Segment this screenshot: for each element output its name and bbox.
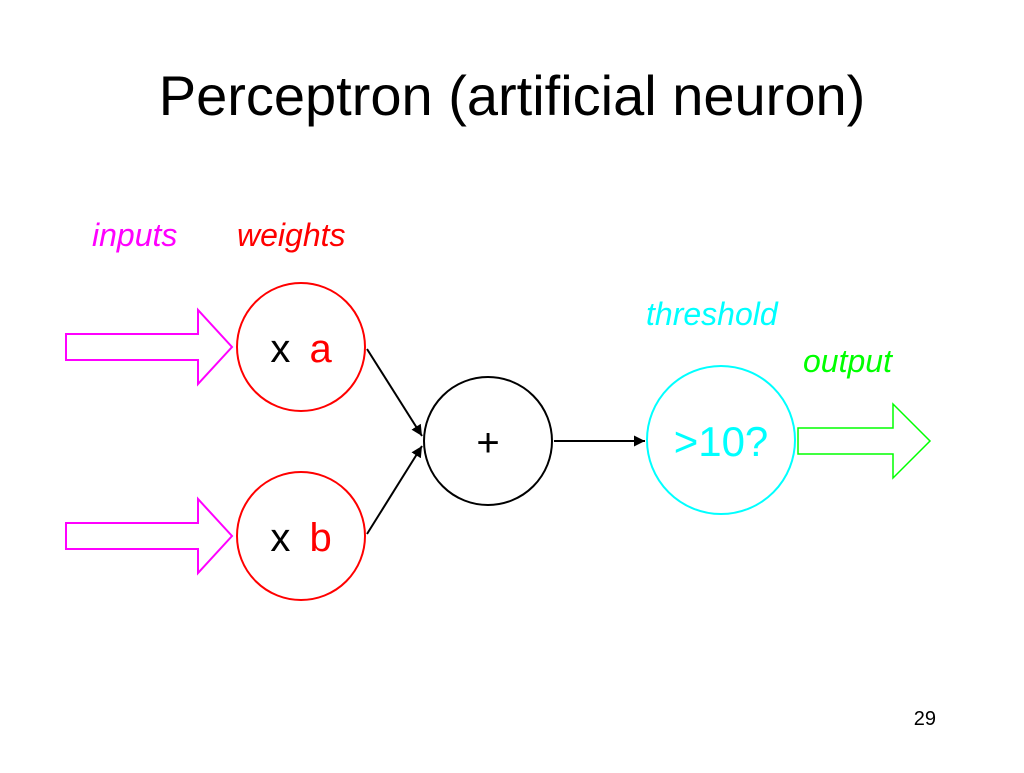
weight-node-b-label: x b	[270, 516, 331, 560]
page-number: 29	[914, 708, 936, 730]
weights-label: weights	[237, 217, 346, 253]
output-arrow	[797, 402, 932, 480]
arrow-b-to-sum	[366, 445, 423, 535]
slide-title: Perceptron (artificial neuron)	[159, 64, 866, 127]
threshold-node	[646, 365, 796, 515]
arrow-a-to-sum	[366, 348, 423, 437]
weight-b-prefix: x	[270, 516, 290, 560]
weight-a-prefix: x	[270, 327, 290, 371]
weight-b-var: b	[309, 516, 331, 560]
input-arrow-a	[65, 307, 234, 387]
sum-node-label: +	[476, 421, 499, 465]
weight-node-a	[236, 282, 366, 412]
threshold-node-label: >10?	[674, 418, 769, 465]
weight-node-b	[236, 471, 366, 601]
input-arrow-b	[65, 496, 234, 576]
inputs-label: inputs	[92, 217, 177, 253]
weight-a-var: a	[309, 327, 332, 371]
threshold-label: threshold	[646, 296, 779, 332]
weight-node-a-label: x a	[270, 327, 332, 371]
sum-node	[423, 376, 553, 506]
output-label: output	[803, 343, 893, 379]
